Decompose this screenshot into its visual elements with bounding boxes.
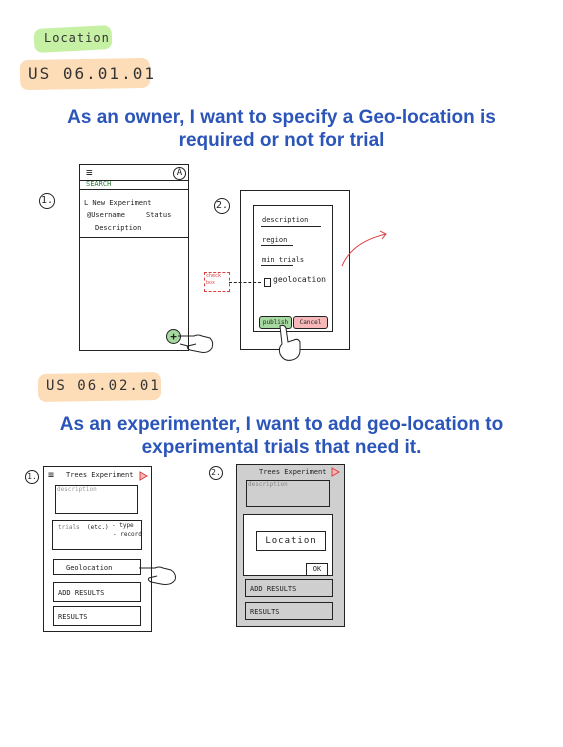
- step-2-marker: 2.: [214, 198, 230, 214]
- heading-experimenter-line1: As an experimenter, I want to add geo-lo…: [59, 414, 504, 435]
- geolocation-checkbox[interactable]: [264, 278, 271, 287]
- hand-pointer-icon-3: [139, 566, 176, 585]
- location-dialog: [243, 514, 333, 576]
- avatar-icon: A: [173, 167, 186, 180]
- location-input[interactable]: Location: [256, 531, 326, 551]
- field-min-trials: min trials: [262, 256, 305, 264]
- phone-search-screen: [79, 164, 189, 351]
- step-1-marker-b: 1.: [25, 470, 39, 484]
- menu-icon: ≡: [86, 166, 93, 179]
- status-label: Status: [146, 211, 172, 219]
- search-bar-bottom: [80, 189, 188, 190]
- play-icon-2[interactable]: [330, 467, 340, 477]
- search-bar-top: [80, 180, 188, 181]
- menu-icon-b: ≡: [48, 470, 55, 481]
- description-box-2: [246, 480, 330, 507]
- step-2-marker-b: 2.: [209, 466, 223, 480]
- new-experiment-label: L New Experiment: [84, 199, 152, 207]
- record-label: - record: [113, 531, 142, 538]
- type-label: - type: [112, 522, 134, 529]
- us1-tag: US 06.01.01: [28, 64, 156, 83]
- field-description-line: [261, 226, 321, 227]
- add-results-button[interactable]: ADD RESULTS: [53, 582, 141, 602]
- cancel-button[interactable]: Cancel: [293, 316, 328, 329]
- ok-button[interactable]: OK: [306, 563, 328, 576]
- annotation-line2: box: [206, 280, 216, 286]
- list-divider: [80, 237, 188, 238]
- experiment-title-2: Trees Experiment: [259, 468, 327, 476]
- trials-box: [52, 520, 142, 550]
- geolocation-label: geolocation: [273, 275, 326, 284]
- red-arrow: [341, 230, 387, 267]
- field-description: description: [262, 216, 309, 224]
- results-button-2[interactable]: RESULTS: [245, 602, 333, 620]
- trials-label: trials: [58, 524, 80, 531]
- hand-pointer-icon: [178, 334, 214, 353]
- description-box: [55, 485, 138, 514]
- field-region: region: [262, 236, 288, 244]
- phone-create-screen-inner: [253, 205, 333, 332]
- annotation-connector: [229, 282, 261, 283]
- heading-experimenter-line2: experimental trials that need it.: [141, 437, 422, 458]
- us2-tag: US 06.02.01: [46, 378, 161, 394]
- field-min-trials-line: [261, 265, 293, 266]
- description-text-2: description: [248, 481, 288, 488]
- heading-owner-line1: As an owner, I want to specify a Geo-loc…: [67, 107, 496, 128]
- annotation-line1: check: [206, 273, 222, 279]
- heading-owner-line2: required or not for trial: [178, 130, 385, 151]
- experiment-title: Trees Experiment: [66, 471, 134, 479]
- field-region-line: [261, 245, 293, 246]
- description-text: description: [57, 486, 97, 493]
- step-1-marker: 1.: [39, 193, 55, 209]
- location-tag: Location: [44, 31, 110, 45]
- add-results-button-2[interactable]: ADD RESULTS: [245, 579, 333, 597]
- username-label: @Username: [87, 211, 125, 219]
- geolocation-button[interactable]: Geolocation: [53, 559, 141, 575]
- search-label: SEARCH: [86, 180, 112, 188]
- description-label: Description: [95, 224, 142, 232]
- results-button[interactable]: RESULTS: [53, 606, 141, 626]
- play-icon[interactable]: [138, 471, 148, 481]
- trials-extra: (etc.): [87, 524, 109, 531]
- hand-pointer-icon-2: [278, 324, 301, 361]
